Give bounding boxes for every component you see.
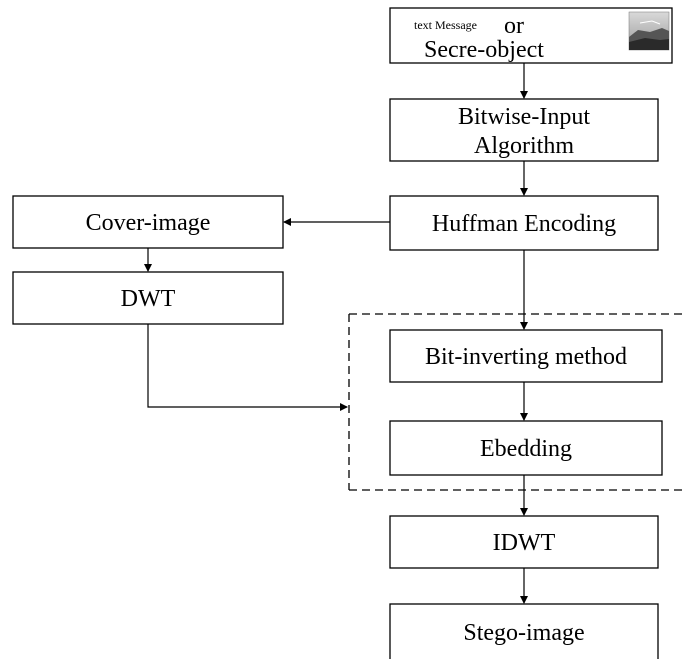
embedding-label: Ebedding bbox=[480, 436, 572, 462]
idwt-node: IDWT bbox=[389, 515, 659, 569]
or-label: or bbox=[504, 13, 524, 39]
embedding-node: Ebedding bbox=[389, 420, 663, 476]
dwt-node: DWT bbox=[12, 271, 284, 325]
flow-arrows bbox=[144, 63, 528, 604]
secret-image-thumbnail-icon bbox=[628, 11, 670, 51]
huffman-label: Huffman Encoding bbox=[432, 211, 616, 237]
stego-image-node: Stego-image bbox=[389, 603, 659, 659]
arrow-dwt-to-region bbox=[147, 324, 348, 411]
bit-inverting-node: Bit-inverting method bbox=[389, 329, 663, 383]
input-node: text Message or Secre-object bbox=[389, 7, 673, 64]
bit-inverting-label: Bit-inverting method bbox=[425, 344, 627, 370]
dwt-label: DWT bbox=[121, 286, 176, 312]
bitwise-line2: Algorithm bbox=[474, 133, 574, 159]
cover-image-label: Cover-image bbox=[86, 210, 211, 236]
secret-object-label: Secre-object bbox=[424, 37, 544, 63]
text-message-label: text Message bbox=[414, 18, 477, 32]
cover-image-node: Cover-image bbox=[12, 195, 284, 249]
bitwise-input-node: Bitwise-Input Algorithm bbox=[389, 98, 659, 162]
stego-image-label: Stego-image bbox=[463, 620, 584, 646]
bitwise-line1: Bitwise-Input bbox=[458, 104, 590, 130]
embedding-region bbox=[348, 313, 686, 491]
huffman-node: Huffman Encoding bbox=[389, 195, 659, 251]
idwt-label: IDWT bbox=[493, 530, 556, 556]
